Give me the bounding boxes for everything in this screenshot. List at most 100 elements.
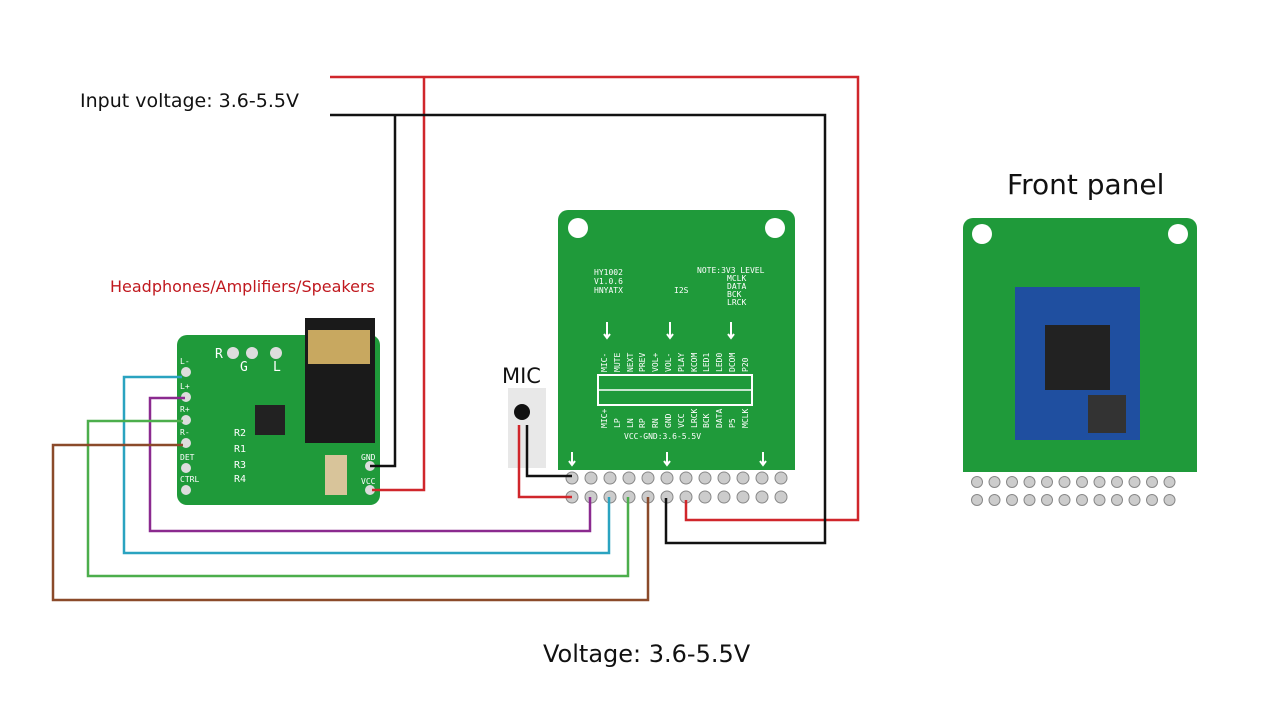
pin-label-top: VOL- bbox=[664, 352, 673, 372]
amp-pad bbox=[181, 485, 191, 495]
header-pin bbox=[988, 476, 1001, 488]
amp-pad bbox=[227, 347, 239, 359]
amp-output-label: G bbox=[240, 360, 248, 375]
header-pin bbox=[698, 471, 712, 485]
header-pin bbox=[971, 494, 983, 506]
arrow-head bbox=[666, 333, 674, 340]
header-pin bbox=[1128, 494, 1141, 506]
pin-label-bottom: LN bbox=[625, 418, 635, 428]
header-pin bbox=[717, 471, 731, 485]
header-pin bbox=[1146, 476, 1158, 488]
header-pin bbox=[1058, 476, 1071, 488]
header-pin bbox=[988, 494, 1001, 506]
amp-pin-label: R- bbox=[180, 428, 190, 437]
amp-pad bbox=[181, 367, 191, 377]
header-pin bbox=[1163, 494, 1176, 506]
header-pin bbox=[736, 490, 750, 504]
pin-label-bottom: BCK bbox=[702, 413, 712, 428]
header-pin bbox=[565, 471, 579, 485]
header-pin bbox=[1128, 476, 1141, 488]
header-pin bbox=[1163, 476, 1176, 488]
amp-pad bbox=[181, 415, 191, 425]
pin-label-top: P20 bbox=[740, 357, 750, 372]
amp-pin-label: DET bbox=[180, 453, 195, 462]
output-devices-label: Headphones/Amplifiers/Speakers bbox=[110, 277, 375, 296]
header-pin bbox=[736, 471, 750, 485]
amp-pad bbox=[365, 485, 375, 495]
header-pin bbox=[774, 471, 788, 485]
arrow-head bbox=[759, 460, 767, 467]
pin-label-top: MUTE bbox=[612, 352, 622, 372]
resistor-label: R3 bbox=[234, 460, 247, 471]
header-pin bbox=[1041, 476, 1053, 488]
header-pin bbox=[1076, 494, 1088, 506]
front-panel-board bbox=[963, 218, 1197, 512]
amp-pin-label: R+ bbox=[180, 405, 190, 414]
header-pin bbox=[660, 471, 674, 485]
header-pin bbox=[755, 490, 769, 504]
header-pin bbox=[1093, 476, 1106, 488]
header-pin bbox=[1006, 476, 1018, 488]
header-pin bbox=[603, 471, 617, 485]
amp-output-label: L bbox=[273, 360, 281, 375]
pin-label-bottom: DATA bbox=[715, 408, 725, 428]
pin-label-bottom: MIC+ bbox=[600, 408, 609, 428]
arrow-head bbox=[603, 333, 611, 340]
amp-pin-label: L- bbox=[180, 357, 190, 366]
amp-pad bbox=[181, 438, 191, 448]
header-pin bbox=[971, 476, 983, 488]
pin-label-bottom: P5 bbox=[728, 418, 737, 428]
arrow-head bbox=[568, 460, 576, 467]
supply-label: VCC-GND:3.6-5.5V bbox=[624, 432, 702, 441]
board-note: NOTE:3V3 LEVEL bbox=[697, 266, 765, 275]
header-pin bbox=[584, 471, 598, 485]
arrow-head bbox=[663, 460, 671, 467]
header-pin bbox=[679, 471, 693, 485]
header-pin bbox=[641, 471, 655, 485]
amp-pin-label: CTRL bbox=[180, 475, 200, 484]
pin-label-top: NEXT bbox=[625, 352, 635, 372]
header-pin bbox=[1093, 494, 1106, 506]
header-pin bbox=[622, 471, 636, 485]
amp-output-label: R bbox=[215, 347, 223, 362]
amp-power-label: VCC bbox=[361, 477, 376, 486]
pin-label-top: LED0 bbox=[715, 352, 725, 372]
amp-pad bbox=[181, 463, 191, 473]
input-voltage-label: Input voltage: 3.6-5.5V bbox=[80, 90, 299, 112]
pin-label-top: MIC- bbox=[600, 352, 609, 372]
wire-l-minus bbox=[122, 375, 611, 555]
pin-label-bottom: RN bbox=[651, 418, 661, 428]
amp-pad bbox=[246, 347, 258, 359]
wire-r-minus bbox=[51, 443, 650, 602]
pin-label-top: VOL+ bbox=[651, 352, 661, 372]
header-pin bbox=[1041, 494, 1053, 506]
header-pin bbox=[717, 490, 731, 504]
pin-label-top: LED1 bbox=[702, 352, 712, 372]
amp-board bbox=[177, 318, 380, 505]
pin-label-top: PREV bbox=[638, 352, 648, 372]
voltage-label: Voltage: 3.6-5.5V bbox=[543, 640, 751, 668]
wire-vcc bbox=[330, 75, 860, 522]
wire-gnd-amp bbox=[370, 115, 397, 468]
pin-label-bottom: VCC bbox=[676, 413, 686, 428]
wire-r-plus bbox=[86, 419, 630, 578]
pin-label-bottom: LP bbox=[612, 418, 622, 428]
header-pin bbox=[1146, 494, 1158, 506]
header-pin bbox=[1006, 494, 1018, 506]
main-board bbox=[558, 210, 795, 508]
pin-label-top: DCOM bbox=[728, 352, 737, 372]
header-pin bbox=[1023, 476, 1036, 488]
amp-power-label: GND bbox=[361, 453, 376, 462]
mic-label: MIC bbox=[502, 364, 541, 388]
resistor-label: R4 bbox=[234, 474, 247, 485]
header-pin bbox=[1058, 494, 1071, 506]
header-pin bbox=[1076, 476, 1088, 488]
pin-label-bottom: MCLK bbox=[740, 408, 750, 428]
wire-mic-plus bbox=[517, 425, 572, 499]
amp-pad bbox=[270, 347, 282, 359]
pin-label-bottom: GND bbox=[664, 413, 673, 428]
pin-label-top: KCOM bbox=[689, 352, 699, 372]
